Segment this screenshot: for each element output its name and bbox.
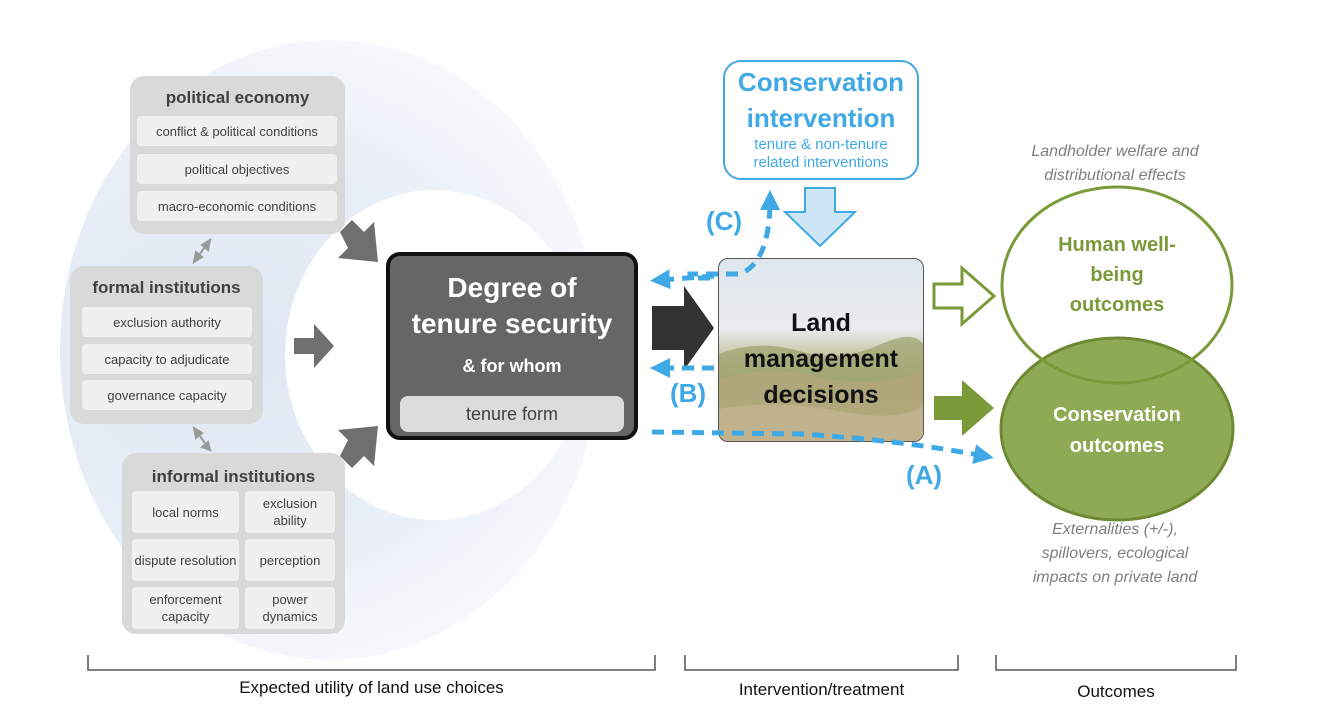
human-wellbeing-ellipse xyxy=(1000,185,1234,385)
arrow-intervention-to-land xyxy=(782,187,858,248)
dashed-path-c xyxy=(687,190,780,281)
conservation-outcomes-label: Conservation outcomes xyxy=(1010,400,1224,462)
tenure-title: Degree of tenure security xyxy=(390,270,634,342)
human-line3: outcomes xyxy=(1069,294,1165,316)
path-label-c: (C) xyxy=(706,206,743,236)
land-line3: decisions xyxy=(763,381,879,409)
cons-title-line1: Conservation xyxy=(737,67,905,97)
chip-enforcement-capacity: enforcement capacity xyxy=(132,587,239,629)
dashed-path-c-left xyxy=(650,269,715,290)
double-arrow-lower xyxy=(192,425,212,452)
conservation-intervention-box: Conservation intervention tenure & non-t… xyxy=(723,60,919,180)
chip-dispute-resolution: dispute resolution xyxy=(132,539,239,581)
tenure-title-line2: tenure security xyxy=(411,308,613,339)
ext-line2: spillovers, ecological xyxy=(1041,545,1189,562)
path-label-b: (B) xyxy=(670,378,707,408)
tenure-security-box: Degree of tenure security & for whom ten… xyxy=(386,252,638,440)
bracket-middle xyxy=(684,655,959,671)
land-label: Land management decisions xyxy=(719,305,923,413)
informal-institutions-title: informal institutions xyxy=(151,467,316,486)
arrow-political-to-tenure xyxy=(338,220,378,262)
welfare-note-line2: distributional effects xyxy=(1044,167,1186,184)
political-economy-panel: political economy conflict & political c… xyxy=(130,76,345,234)
chip-political-objectives: political objectives xyxy=(137,154,337,184)
arrow-land-to-conservation xyxy=(934,380,994,436)
formal-institutions-title: formal institutions xyxy=(92,278,241,297)
chip-governance-capacity: governance capacity xyxy=(82,380,252,410)
cons-sub-line1: tenure & non-tenure xyxy=(754,136,888,153)
welfare-note: Landholder welfare and distributional ef… xyxy=(1000,140,1230,188)
political-economy-title: political economy xyxy=(165,88,310,107)
conservation-outcomes-ellipse xyxy=(999,336,1235,522)
bottom-label-middle: Intervention/treatment xyxy=(738,680,905,699)
tenure-form-chip: tenure form xyxy=(400,396,624,432)
chip-power-dynamics: power dynamics xyxy=(245,587,335,629)
landscape-image xyxy=(719,337,923,441)
human-line1: Human well- xyxy=(1058,234,1176,256)
double-arrow-upper xyxy=(192,237,212,265)
chip-exclusion-authority: exclusion authority xyxy=(82,307,252,337)
ext-line1: Externalities (+/-), xyxy=(1052,521,1178,538)
human-wellbeing-label: Human well- being outcomes xyxy=(1010,230,1224,320)
tenure-subtitle: & for whom xyxy=(462,356,562,376)
chip-conflict: conflict & political conditions xyxy=(137,116,337,146)
chip-local-norms: local norms xyxy=(132,491,239,533)
conservation-intervention-subtitle: tenure & non-tenure related intervention… xyxy=(725,136,917,172)
land-line2: management xyxy=(743,345,899,373)
chip-exclusion-ability: exclusion ability xyxy=(245,491,335,533)
bracket-right xyxy=(995,655,1237,671)
bracket-left xyxy=(87,655,656,671)
informal-institutions-panel: informal institutions local norms exclus… xyxy=(122,453,345,634)
land-line1: Land xyxy=(791,309,851,337)
cons-sub-line2: related interventions xyxy=(753,154,889,171)
tenure-title-line1: Degree of xyxy=(447,272,577,303)
arrow-informal-to-tenure xyxy=(338,426,378,468)
chip-macro-economic: macro-economic conditions xyxy=(137,191,337,221)
path-label-a: (A) xyxy=(906,460,943,490)
land-management-box: Land management decisions xyxy=(718,258,924,442)
cons-out-line1: Conservation xyxy=(1053,404,1181,426)
cons-title-line2: intervention xyxy=(746,103,896,133)
welfare-note-line1: Landholder welfare and xyxy=(1031,143,1199,160)
externalities-note: Externalities (+/-), spillovers, ecologi… xyxy=(1000,518,1230,590)
formal-institutions-panel: formal institutions exclusion authority … xyxy=(70,266,263,424)
arrow-land-to-human xyxy=(932,264,997,328)
arrow-tenure-to-land xyxy=(652,286,714,370)
bottom-label-right: Outcomes xyxy=(1077,682,1155,701)
chip-perception: perception xyxy=(245,539,335,581)
arrow-formal-to-tenure xyxy=(294,324,334,368)
ext-line3: impacts on private land xyxy=(1032,569,1198,586)
cons-out-line2: outcomes xyxy=(1069,435,1165,457)
human-line2: being xyxy=(1090,264,1144,286)
conservation-intervention-title: Conservation intervention xyxy=(725,64,917,136)
chip-capacity-adjudicate: capacity to adjudicate xyxy=(82,344,252,374)
bottom-label-left: Expected utility of land use choices xyxy=(239,678,504,697)
dashed-path-a xyxy=(651,429,994,464)
